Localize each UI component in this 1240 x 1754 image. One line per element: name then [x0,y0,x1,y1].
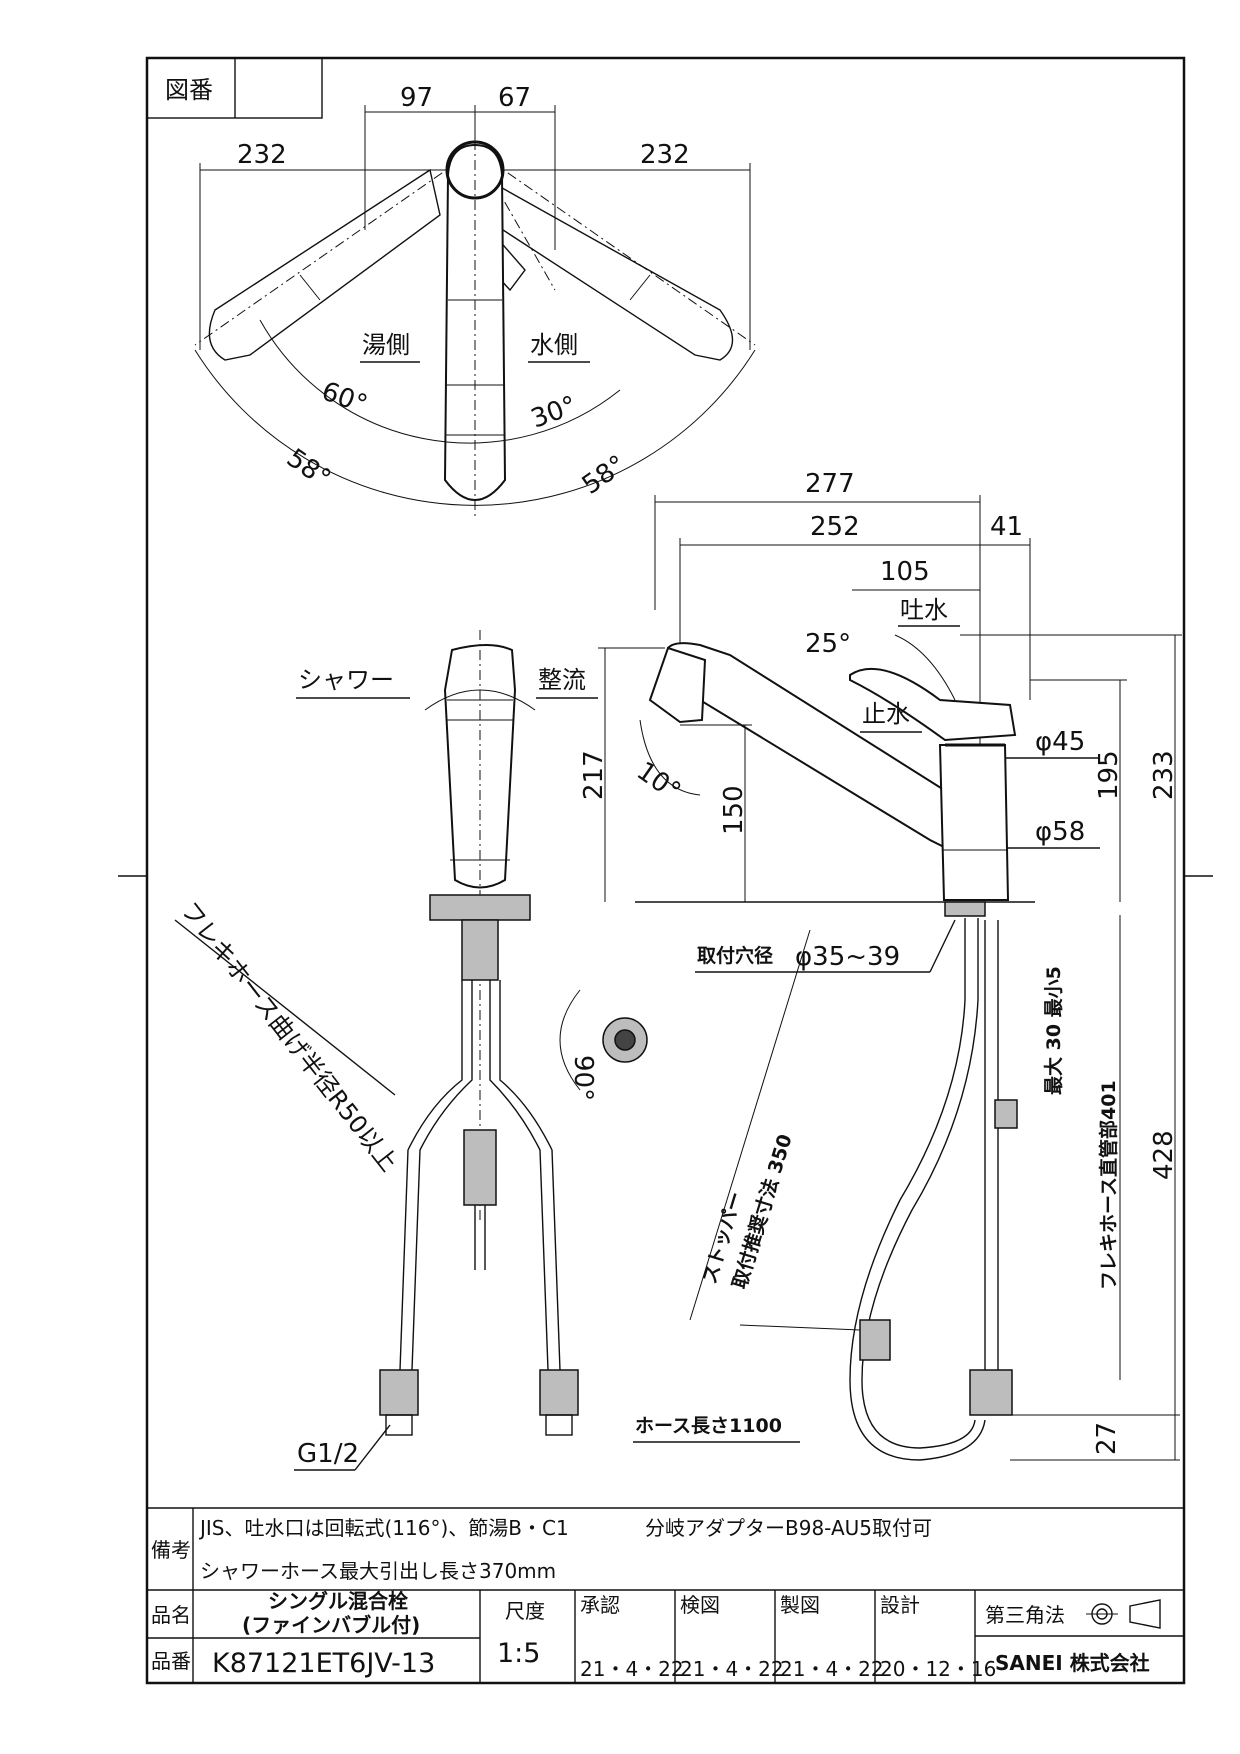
thread-label: G1/2 [297,1439,359,1469]
design-label: 設計 [880,1593,920,1617]
mounting-plate [429,894,531,921]
angle-90: 90° [568,1055,598,1101]
hose-stopper [859,1319,891,1361]
hose-length-label: ホース長さ1100 [635,1415,782,1437]
scale-label: 尺度 [505,1599,545,1623]
stop-label: 止水 [862,700,910,728]
angle-58-left: 58° [281,443,336,494]
notes-line1: JIS、吐水口は回転式(116°)、節湯B・C1 [198,1516,569,1540]
dim-195: 195 [1094,750,1124,800]
straight-flow-label: 整流 [538,666,586,694]
approve-label: 承認 [580,1593,620,1617]
dim-97: 97 [400,83,433,113]
spout-right-outline [468,168,734,361]
title-block: 品名 シングル混合栓 (ファインバブル付) 品番 K87121ET6JV-13 … [147,1589,1184,1683]
dim-232-right: 232 [640,140,690,170]
notes-label: 備考 [151,1538,191,1562]
dim-105: 105 [880,557,930,587]
draft-date: 21・4・22 [780,1657,884,1681]
mount-hole-label: 取付穴径 [697,944,773,967]
mount-hole-value: φ35~39 [795,942,900,972]
counter-washer [944,901,986,917]
draft-label: 製図 [780,1593,820,1617]
hose-clip [994,1099,1018,1129]
angle-58-right: 58° [577,450,632,501]
number-label: 品番 [151,1649,191,1673]
shower-hose [849,918,986,1461]
dim-67: 67 [498,83,531,113]
notes-line2: シャワーホース最大引出し長さ370mm [200,1559,556,1583]
dim-233: 233 [1149,750,1179,800]
dim-428: 428 [1149,1130,1179,1180]
side-spout [666,642,972,852]
shower-label: シャワー [298,666,394,694]
mounting-nut [461,919,499,981]
fitting-left [379,1369,419,1416]
angle-10: 10° [631,756,686,807]
spout-left-outline [208,168,441,361]
dim-277: 277 [805,469,855,499]
side-faucet-body [938,744,1010,901]
dim-232-left: 232 [237,140,287,170]
cold-side-label: 水側 [530,331,578,359]
shower-hose-weight [463,1129,497,1206]
dim-252: 252 [810,512,860,542]
angle-25: 25° [805,629,851,659]
name-label: 品名 [151,1603,191,1627]
cold-hose [489,980,549,1371]
approve-date: 21・4・22 [580,1657,684,1681]
side-lever [849,667,1017,742]
name-line1: シングル混合栓 [268,1589,408,1613]
outlet-label: 吐水 [900,596,948,624]
drawing-frame [145,56,1186,1685]
notes-line1-extra: 分岐アダプターB98-AU5取付可 [645,1516,932,1540]
top-view: 97 67 232 232 湯側 水側 60° 30° 58° 58 [194,83,756,520]
angle-30: 30° [527,391,581,435]
flex-bend-radius-note: フレキホース曲げ半径R50以上 [175,896,403,1176]
arc-58 [194,349,756,506]
dia-58: φ58 [1035,817,1085,847]
name-line2: (ファインバブル付) [242,1613,420,1637]
third-angle-projection-icon [1086,1599,1161,1629]
side-fitting [969,1369,1013,1416]
side-view: 277 252 41 105 吐水 25° 止水 φ45 [579,469,1182,1461]
flex-straight-label: フレキホース直管部401 [1097,1080,1120,1290]
drawing-number-label: 図番 [165,76,213,104]
dim-41: 41 [990,512,1023,542]
side-spout-head [648,646,707,724]
number-value: K87121ET6JV-13 [212,1648,435,1679]
max-min-label: 最大 30 最小5 [1042,966,1065,1095]
notes-block: 備考 JIS、吐水口は回転式(116°)、節湯B・C1 分岐アダプターB98-A… [147,1507,1184,1683]
hot-hose [411,980,473,1371]
check-label: 検図 [680,1593,720,1617]
hot-side-label: 湯側 [362,331,410,359]
dim-150: 150 [719,785,749,835]
fitting-right [539,1369,579,1416]
dim-217: 217 [579,750,609,800]
company-name: SANEI 株式会社 [995,1651,1150,1675]
front-body [443,644,517,889]
projection-label: 第三角法 [985,1603,1065,1627]
angle-60: 60° [318,376,372,420]
arc-60-30 [259,319,621,444]
front-view: シャワー 整流 フレキホース曲げ半径R50以上 90° G1/2 [174,630,648,1471]
scale-value: 1:5 [497,1638,540,1669]
check-date: 21・4・22 [680,1657,784,1681]
dia-45: φ45 [1035,727,1085,757]
dim-27: 27 [1092,1422,1122,1455]
design-date: 20・12・16 [880,1657,996,1681]
